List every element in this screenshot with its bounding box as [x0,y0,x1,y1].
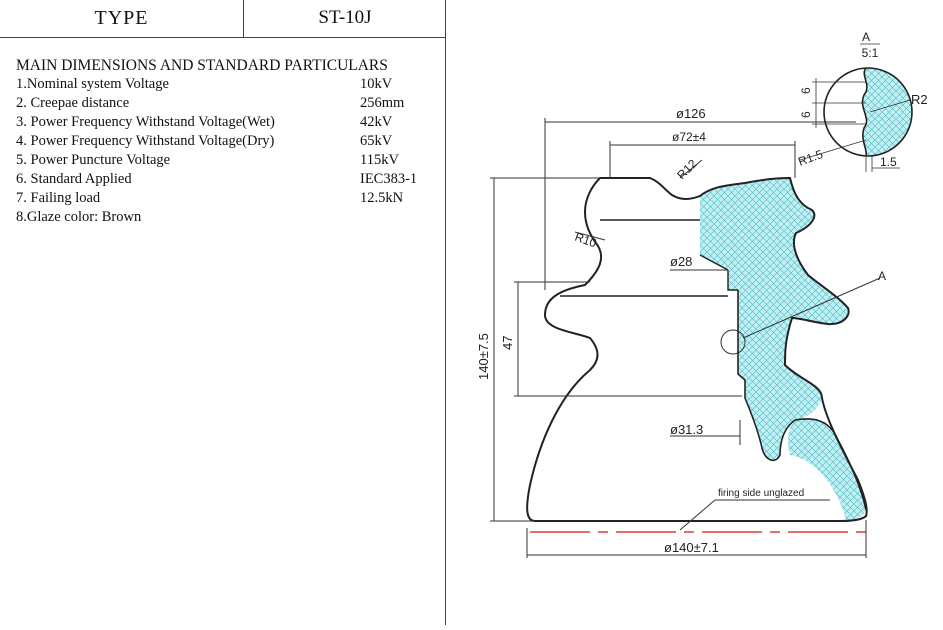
dim-1-5: 1.5 [880,155,897,169]
spec-row: 2. Creepae distance 256mm [16,94,426,113]
note-unglazed: firing side unglazed [718,488,804,499]
insulator-section-hatch [700,178,849,461]
spec-row: 5. Power Puncture Voltage 115kV [16,151,426,170]
spec-label: 2. Creepae distance [16,95,130,111]
spec-row: 8.Glaze color: Brown [16,208,426,227]
spec-value: 65kV [360,133,393,149]
dim-height: 140±7.5 [476,333,491,380]
spec-row: 6. Standard Applied IEC383-1 [16,170,426,189]
spec-label: 1.Nominal system Voltage [16,76,169,92]
insulator-inner-line [699,254,738,291]
spec-label: 8.Glaze color: Brown [16,209,142,225]
dim-r1-5: R1.5 [796,147,825,169]
dim-d28: ø28 [670,254,692,269]
spec-label: 7. Failing load [16,190,101,206]
dimension-lines [490,118,881,558]
type-value: ST-10J [318,7,372,28]
dim-d140: ø140±7.1 [664,540,719,555]
spec-value: 12.5kN [360,190,404,206]
dim-d126: ø126 [676,106,706,121]
spec-value: 256mm [360,95,405,111]
spec-label: 3. Power Frequency Withstand Voltage(Wet… [16,114,275,130]
dim-r12: R12 [674,156,700,182]
specs-heading: MAIN DIMENSIONS AND STANDARD PARTICULARS [16,57,388,74]
spec-value: IEC383-1 [360,171,418,187]
dim-r2: R2 [911,92,928,107]
detail-a-marker [720,329,746,355]
spec-row: 7. Failing load 12.5kN [16,189,426,208]
spec-row: 1.Nominal system Voltage 10kV [16,75,426,94]
spec-row: 3. Power Frequency Withstand Voltage(Wet… [16,113,426,132]
spec-label: 4. Power Frequency Withstand Voltage(Dry… [16,133,275,149]
spec-label: 6. Standard Applied [16,171,132,187]
spec-row: 4. Power Frequency Withstand Voltage(Dry… [16,132,426,151]
specs-block: MAIN DIMENSIONS AND STANDARD PARTICULARS… [16,56,426,227]
detail-a-label: A [862,30,870,44]
insulator-drawing-svg: A 5:1 6 6 R2 R1.5 1.5 ø126 ø72±4 R12 R10… [476,30,928,558]
spec-label: 5. Power Puncture Voltage [16,152,171,168]
dim-d31-3: ø31.3 [670,422,703,437]
insulator-outline [526,176,868,522]
dim-r10: R10 [573,230,599,251]
insulator-skirt-hatch [787,418,866,520]
detail-a-scale: 5:1 [862,46,879,60]
type-label: TYPE [0,0,244,37]
specification-panel: TYPE ST-10J MAIN DIMENSIONS AND STANDARD… [0,0,446,625]
insulator-inner-groove [737,290,867,511]
spec-value: 115kV [360,152,399,168]
dim-6-top: 6 [799,87,813,94]
callout-a: A [878,269,886,283]
dim-d72: ø72±4 [672,130,706,144]
spec-value: 10kV [360,76,393,92]
dim-6-bottom: 6 [799,111,813,118]
type-row: TYPE ST-10J [0,0,446,38]
spec-value: 42kV [360,114,393,130]
dim-47: 47 [500,336,515,350]
insulator-drawing: A 5:1 6 6 R2 R1.5 1.5 ø126 ø72±4 R12 R10… [446,0,943,625]
